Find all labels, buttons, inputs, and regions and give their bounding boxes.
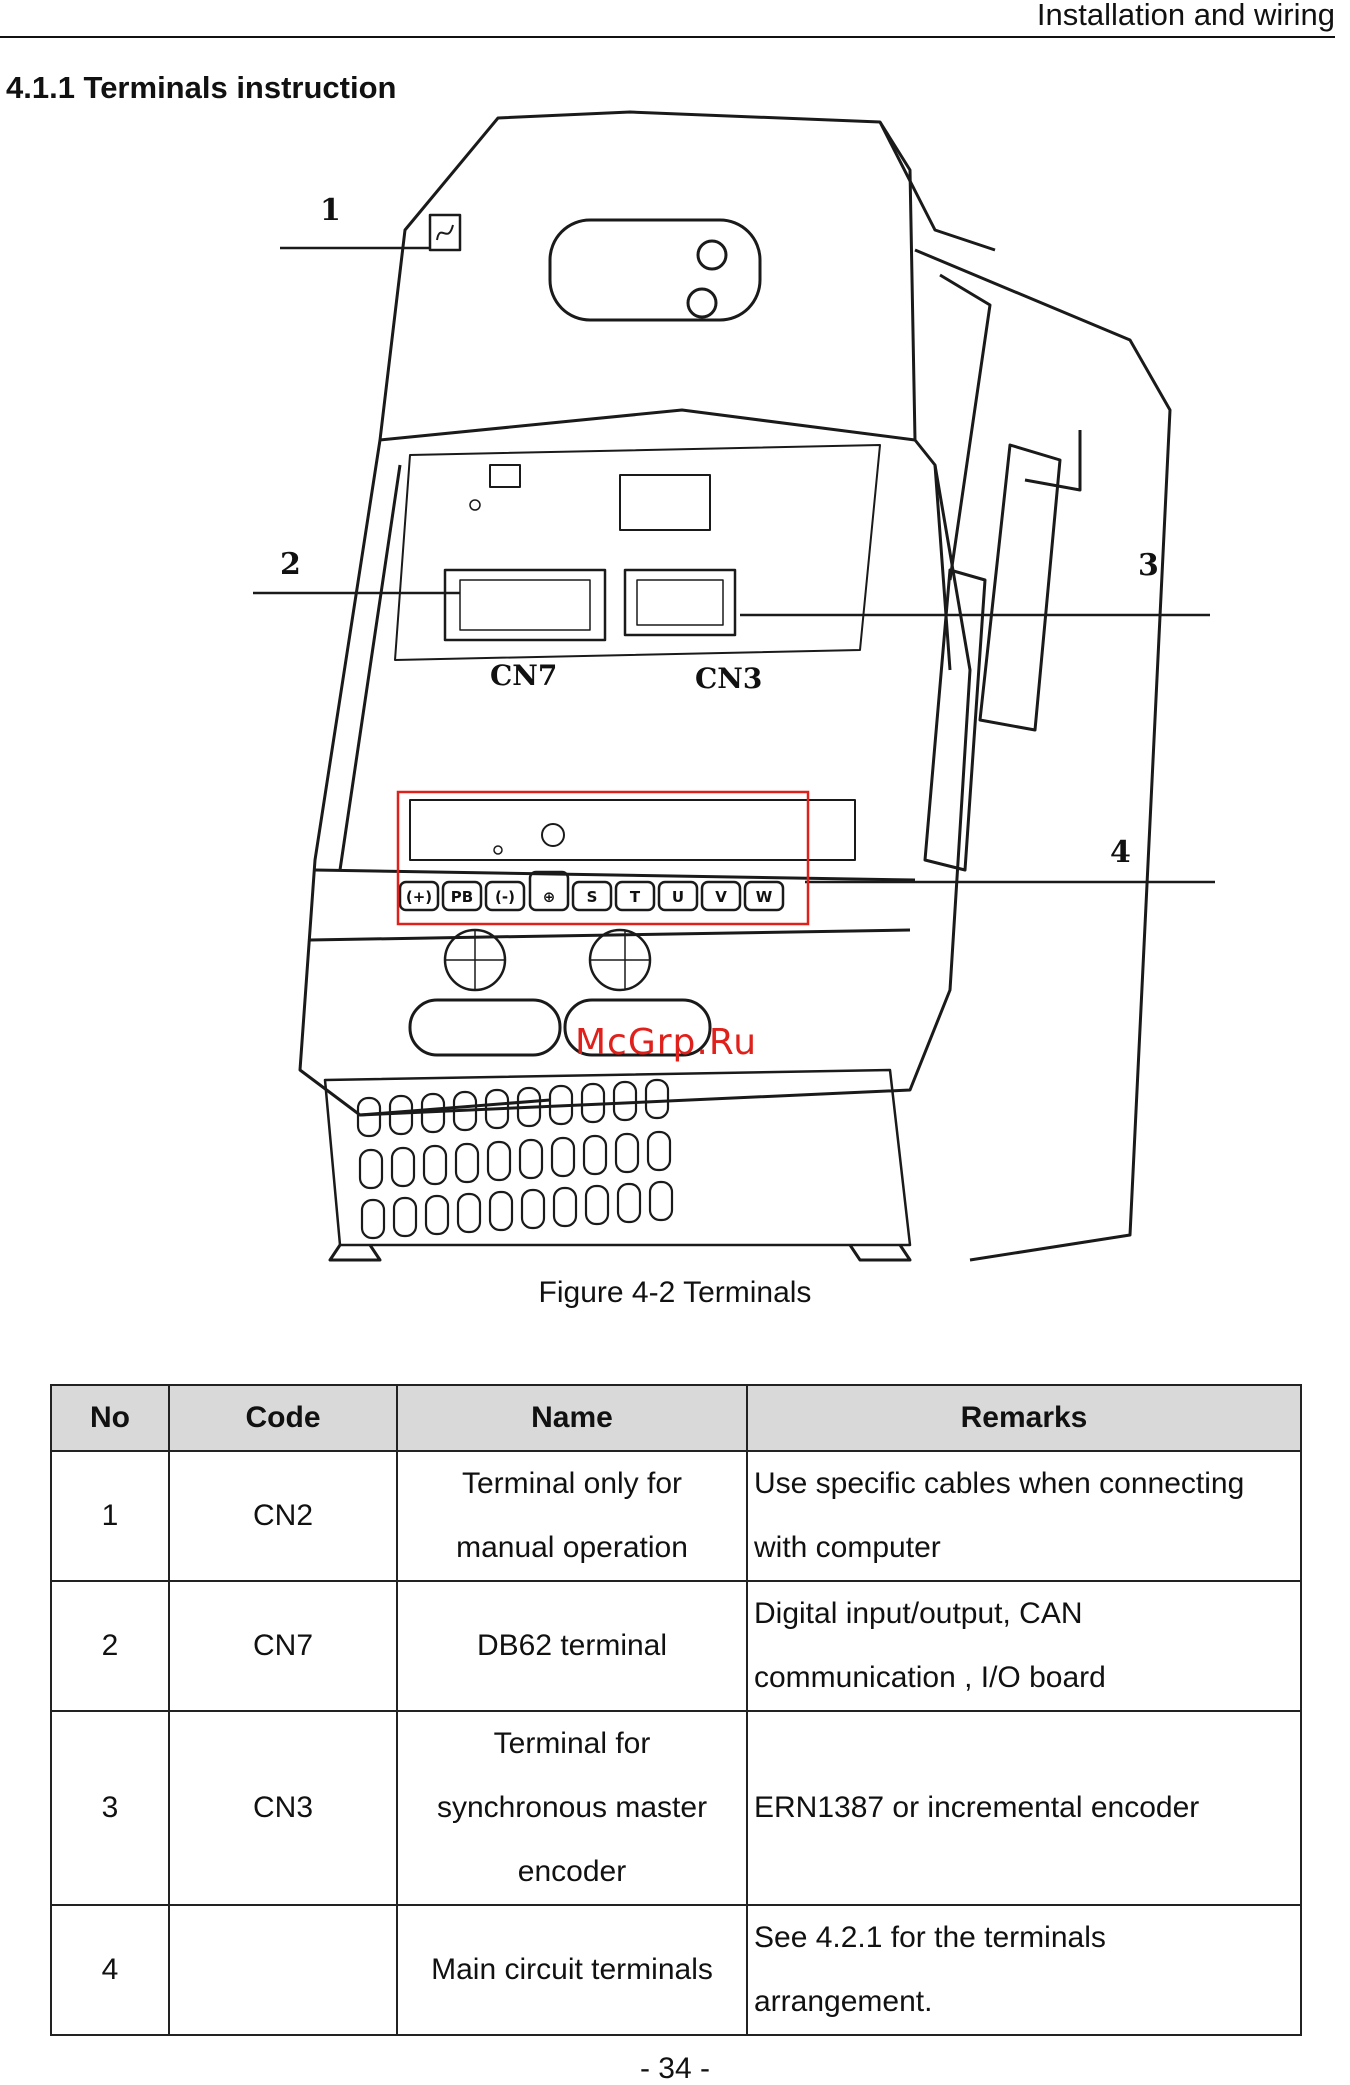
terminals-figure: 1 2 3 4 CN7 CN3 (+) PB (-) ⊕ S T U V W bbox=[250, 110, 1230, 1275]
cell-no: 2 bbox=[50, 1580, 170, 1712]
callout-2: 2 bbox=[280, 547, 301, 582]
cell-code: CN3 bbox=[168, 1710, 398, 1906]
cell-code bbox=[168, 1904, 398, 2036]
cell-code: CN7 bbox=[168, 1580, 398, 1712]
header-name: Name bbox=[396, 1384, 748, 1452]
terminal-label: V bbox=[715, 888, 727, 906]
terminals-table: No Code Name Remarks 1 CN2 Terminal only… bbox=[50, 1384, 1302, 2036]
header-no: No bbox=[50, 1384, 170, 1452]
header-code: Code bbox=[168, 1384, 398, 1452]
section-title: 4.1.1 Terminals instruction bbox=[6, 70, 397, 105]
running-header-title: Installation and wiring bbox=[1036, 0, 1335, 32]
cell-code: CN2 bbox=[168, 1450, 398, 1582]
terminal-label: (+) bbox=[406, 888, 432, 906]
page-number: - 34 - bbox=[639, 2052, 711, 2085]
table-row: 2 CN7 DB62 terminal Digital input/output… bbox=[50, 1580, 1302, 1712]
terminal-label: PB bbox=[451, 888, 473, 906]
cell-no: 4 bbox=[50, 1904, 170, 2036]
main-terminals-highlight bbox=[396, 790, 810, 926]
cn7-connector bbox=[443, 568, 607, 642]
cell-remarks: ERN1387 or incremental encoder bbox=[746, 1710, 1302, 1906]
header-remarks: Remarks bbox=[746, 1384, 1302, 1452]
cn3-connector bbox=[623, 568, 737, 637]
callout-3: 3 bbox=[1138, 548, 1159, 583]
cell-no: 3 bbox=[50, 1710, 170, 1906]
cn7-label: CN7 bbox=[490, 659, 557, 692]
drive-top-cover bbox=[378, 110, 917, 442]
cell-name: DB62 terminal bbox=[396, 1580, 748, 1712]
running-header: Installation and wiring bbox=[0, 0, 1335, 38]
callout-4: 4 bbox=[1110, 835, 1131, 870]
keypad-window bbox=[548, 218, 762, 322]
cn3-label: CN3 bbox=[695, 662, 762, 695]
terminal-label: W bbox=[756, 888, 773, 906]
cell-name: Main circuit terminals bbox=[396, 1904, 748, 2036]
terminal-label: T bbox=[630, 888, 641, 906]
figure-caption: Figure 4-2 Terminals bbox=[538, 1276, 812, 1309]
callout-1: 1 bbox=[320, 193, 341, 228]
watermark: McGrp.Ru bbox=[575, 1022, 758, 1063]
terminal-label: S bbox=[587, 888, 598, 906]
keypad-up-key bbox=[696, 239, 728, 271]
terminal-label: U bbox=[672, 888, 684, 906]
terminal-label: ⊕ bbox=[543, 888, 556, 906]
cn2-port bbox=[428, 213, 462, 252]
terminal-label: (-) bbox=[495, 888, 515, 906]
drive-body bbox=[298, 439, 972, 1117]
table-header-row: No Code Name Remarks bbox=[50, 1384, 1302, 1452]
cell-no: 1 bbox=[50, 1450, 170, 1582]
keypad-down-key bbox=[686, 287, 718, 319]
table-row: 4 Main circuit terminals See 4.2.1 for t… bbox=[50, 1904, 1302, 2036]
